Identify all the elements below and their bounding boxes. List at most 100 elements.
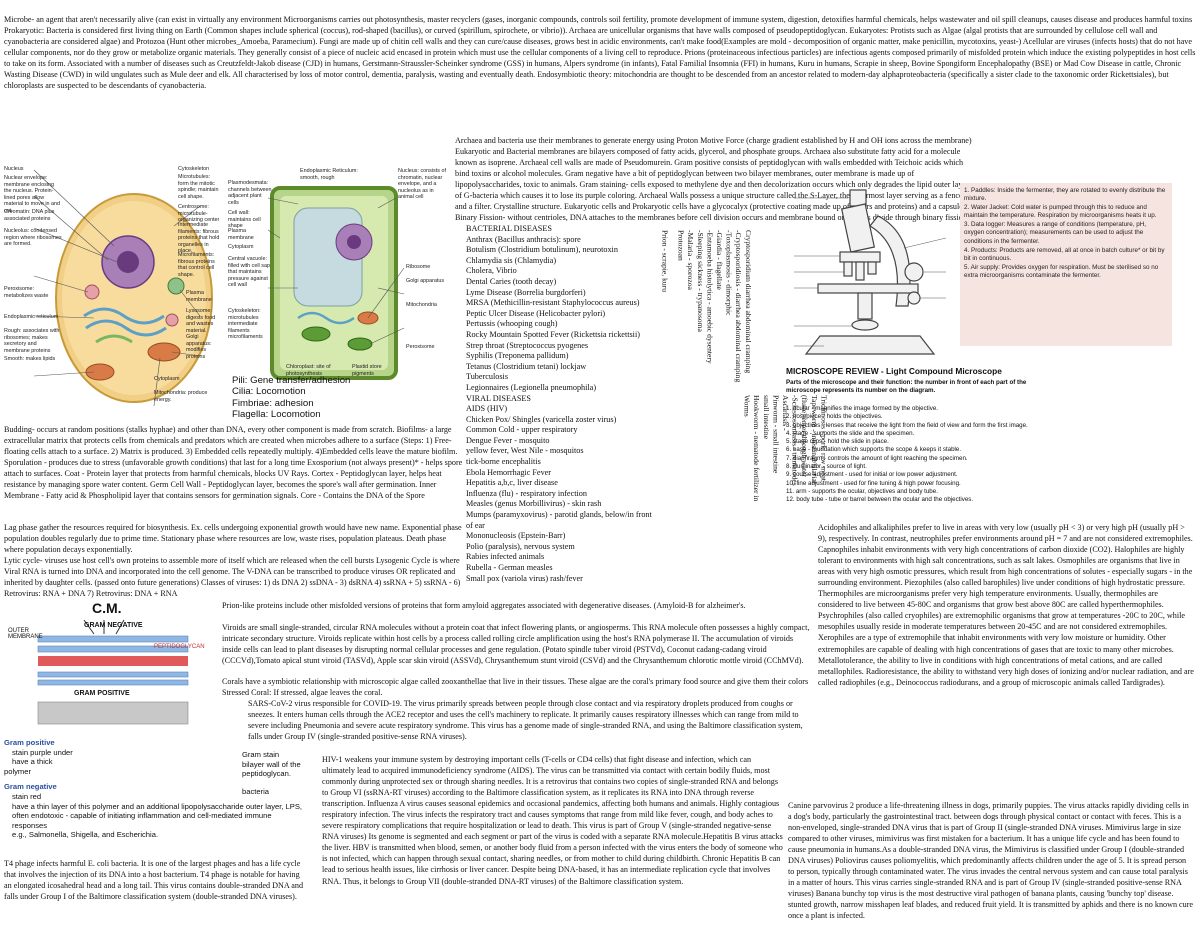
protozoa-vertical-column: Cryptosporidium diarrhea abdominal cramp… [676, 230, 753, 390]
label-nucleolus: Nucleolus: condensed region where riboso… [4, 228, 62, 248]
bacterial-disease-item: Rocky Mountain Spotted Fever (Rickettsia… [466, 329, 640, 339]
intro-paragraph: Microbe- an agent that aren't necessaril… [4, 15, 1196, 91]
protozoa-line: -Malaria - sporozoa [686, 230, 696, 290]
plant-label-plasma-membrane: Plasma membrane [228, 228, 254, 241]
archaea-paragraph: Archaea and bacteria use their membranes… [455, 136, 972, 223]
fermenter-data-logger: 3. Data logger: Measures a range of cond… [964, 221, 1147, 245]
plant-cell-illustration [267, 186, 405, 380]
worm-line: (fluke) enter through water [800, 395, 810, 478]
worm-line: Worms [742, 395, 752, 417]
extremophiles-paragraph: Acidophiles and alkaliphiles prefer to l… [818, 523, 1194, 687]
bacterial-disease-item: Chlamydia sis (Chlamydia) [466, 255, 557, 265]
plant-label-plastid: Plastid store pigments [352, 364, 382, 377]
microscope-diagram [790, 186, 950, 366]
label-cytoplasm: Cytoplasm [154, 376, 180, 382]
label-golgi: Golgi apparatus: modifies proteins [186, 334, 212, 360]
microscope-subtitle: Parts of the microscope and their functi… [786, 379, 1027, 395]
bacterial-disease-item: Cholera, Vibrio [466, 266, 517, 276]
gram-negative-title: Gram negative [4, 782, 57, 792]
budding-paragraph: Budding- occurs at random positions (sta… [4, 425, 463, 501]
bacterial-disease-item: Botulism (Clostridium botulinum), neurot… [466, 245, 618, 255]
plant-cell-diagram: Plasmodesmata: channels between adjacent… [228, 168, 446, 390]
hiv-paragraph: HIV-1 weakens your immune system by dest… [322, 755, 783, 886]
fermenter-air-supply: 5. Air supply: Provides oxygen for respi… [964, 263, 1159, 279]
worm-line: small intestine [761, 395, 771, 440]
bacterial-disease-item: Tetanus (Clostridium tetani) lockjaw [466, 361, 587, 371]
viral-disease-item: Dengue Fever - mosquito [466, 435, 550, 445]
microscope-illustration [794, 189, 947, 355]
viral-disease-item: Ebola Hemorrhagic Fever [466, 467, 552, 477]
bacterial-disease-item: Anthrax (Bacillus anthracis): spore [466, 234, 581, 244]
worm-line: -Schistosomiasis - trematodes [790, 395, 800, 486]
label-microfilaments: Microfilaments: fibrous proteins that co… [178, 252, 215, 278]
viral-disease-item: Small pox (variola virus) rash/fever [466, 573, 583, 583]
label-peroxisome: Peroxisome: metabolizes waste [4, 286, 49, 299]
label-plasma-membrane: Plasma membrane [186, 290, 212, 303]
microscope-parts-list: 1. ocular - magnifies the image formed b… [786, 405, 1116, 505]
protozoa-line: -Cryptosporidiosis - diarrhea abdominal … [734, 230, 744, 383]
viral-disease-item: Chicken Pox/ Shingles (varicella zoster … [466, 414, 617, 424]
worm-line: Trichinosis - pork, raw meat [819, 395, 829, 481]
fermenter-paddles: 1. Paddles: Inside the fermenter, they a… [964, 187, 1166, 203]
viral-disease-item: Rabies infected animals [466, 552, 545, 562]
viral-disease-item: Polio (paralysis), nervous system [466, 541, 575, 551]
cilia-item: Cilia: Locomotion [232, 386, 306, 398]
label-smooth-er: Smooth: makes lipids [4, 356, 56, 362]
worm-line: Ascariasis - [780, 395, 790, 431]
viral-disease-item: Mononucleosis (Epstein-Barr) [466, 531, 566, 541]
gp-side-line: bilayer wall of the [242, 759, 301, 769]
label-nuclear-envelope: Nuclear envelope: membrane enclosing the… [4, 175, 61, 214]
viral-heading: VIRAL DISEASES [466, 393, 531, 403]
protozoa-line: Protozoan [676, 230, 686, 261]
gn-item: e.g., Salmonella, Shigella, and Escheric… [12, 830, 159, 840]
microscope-title: MICROSCOPE REVIEW - Light Compound Micro… [786, 366, 1002, 376]
flagella-item: Flagella: Locomotion [232, 409, 321, 421]
bacterial-disease-item: Pertussis (whooping cough) [466, 319, 558, 329]
gram-side-note: Gram stain bilayer wall of the peptidogl… [242, 750, 322, 796]
label-er: Endoplasmic reticulum [4, 314, 59, 320]
gn-item: have a thin layer of this polymer and an… [12, 801, 303, 811]
part-item: 3. objectives - lenses that receive the … [786, 421, 1028, 429]
label-centrosome: Centrosome: microtubule-organizing cente… [178, 204, 220, 224]
worm-line: Tapeworm - intestinal/filarial [809, 395, 819, 484]
bacterial-disease-item: Peptic Ulcer Disease (Helicobacter pylor… [466, 308, 606, 318]
peptidoglycan-label: PEPTIDOGLYCAN [154, 644, 205, 650]
corals-paragraph: Corals have a symbiotic relationship wit… [222, 677, 809, 698]
part-item: 9. course adjustment - used for initial … [786, 471, 958, 479]
viral-disease-item: Mumps (paramyxovirus) - parotid glands, … [466, 510, 652, 530]
part-item: 11. arm - supports the ocular, objective… [786, 487, 938, 495]
bacterial-disease-item: Dental Caries (tooth decay) [466, 276, 557, 286]
plant-label-cell-wall: Cell wall: maintains cell shape [228, 210, 261, 230]
protozoa-line: Cryptosporidium diarrhea abdominal cramp… [743, 230, 753, 374]
label-mitochondria: Mitochondria: produce energy. [154, 390, 208, 403]
fermenter-products: 4. Products: Products are removed, all a… [964, 246, 1165, 262]
part-item: 8. illuminator - source of light. [786, 463, 867, 471]
outer-membrane-label: OUTER MEMBRANE [8, 628, 43, 640]
plant-label-nucleus: Nucleus: consists of chromatin, nuclear … [398, 168, 446, 201]
part-item: 6. base - foundation which supports the … [786, 446, 962, 454]
part-item: 12. body tube - tube or barrel between t… [786, 496, 974, 504]
pili-item: Pili: Gene transfer/adhesion [232, 375, 351, 386]
label-intermediate-filaments: Intermediate filaments: fibrous proteins… [178, 222, 220, 255]
bacterial-disease-item: Tuberculosis [466, 372, 509, 382]
part-item: 2. nosepiece - holds the objectives. [786, 413, 883, 421]
gp-side-line: Gram stain [242, 750, 280, 759]
part-item: 1. ocular - magnifies the image formed b… [786, 405, 939, 412]
protozoa-line: -Toxoplasmosis - dimorphic [724, 230, 734, 316]
plant-label-ribosome: Ribosome [406, 264, 431, 270]
plant-label-plasmodesmata: Plasmodesmata: channels between adjacent… [228, 180, 272, 206]
plant-label-chloroplast: Chloroplast: site of photosynthesis [286, 364, 331, 377]
bacterial-heading: BACTERIAL DISEASES [466, 224, 552, 233]
plant-label-mitochondria: Mitochondria [406, 302, 437, 308]
fermenter-water-jacket: 2. Water Jacket: Cold water is pumped th… [964, 204, 1157, 220]
sars-paragraph: SARS-CoV-2 virus responsible for COVID-1… [248, 699, 803, 742]
prion-vertical-text: Prion - scrapie, kuru [660, 230, 670, 292]
gn-item: often endotoxic - capable of initiating … [12, 811, 272, 830]
viral-disease-item: Rubella - German measles [466, 563, 553, 572]
protozoa-line: -Entamoeba histolytica - amoebic dysente… [705, 230, 715, 364]
bacterial-disease-item: Legionnaires (Legionella pneumophila) [466, 382, 597, 392]
label-lysosome: Lysosome: digests food and wastes materi… [186, 308, 216, 334]
worm-line: Pinworm - small intestine [771, 395, 781, 474]
prion-like-paragraph: Prion-like proteins include other misfol… [222, 601, 746, 610]
plant-label-er: Endoplasmic Reticulum: smooth, rough [300, 168, 358, 181]
